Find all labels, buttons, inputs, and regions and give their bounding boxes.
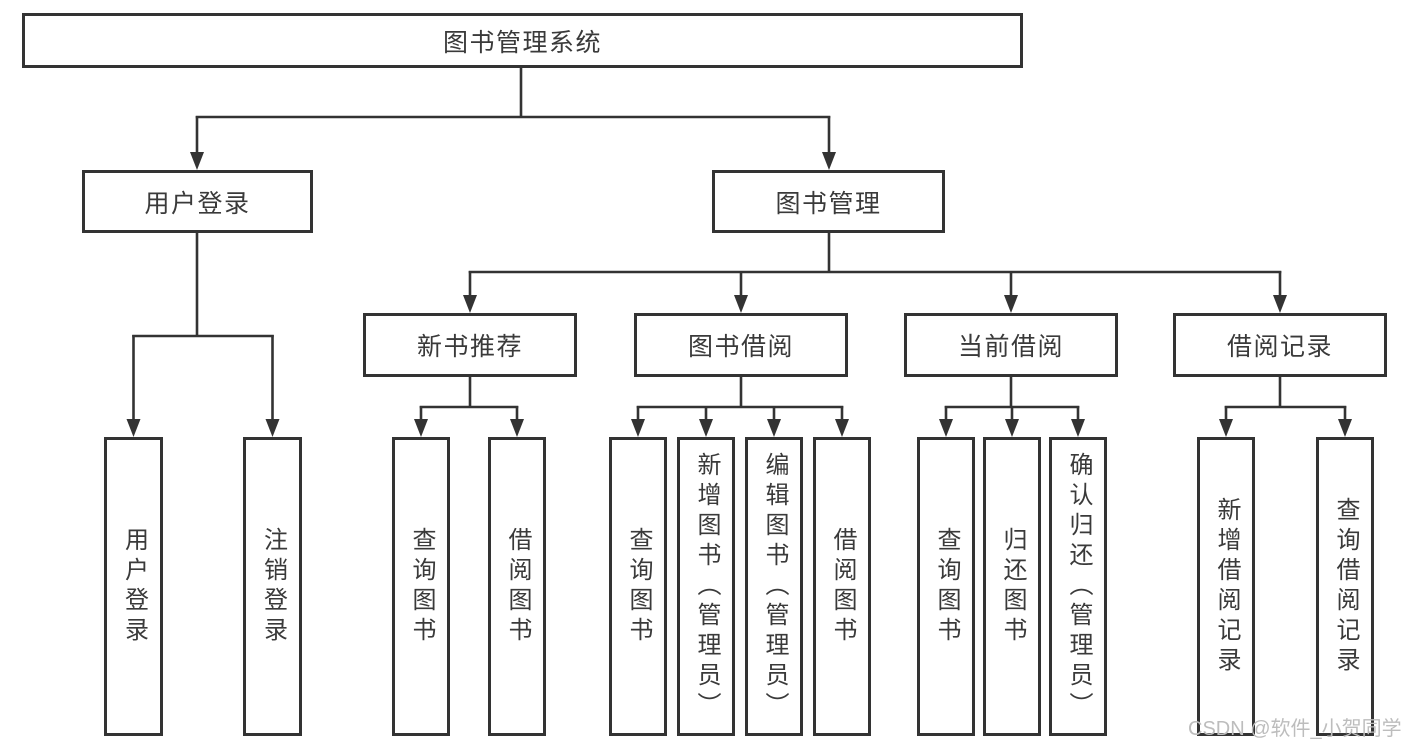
leaf-add-books-admin-label: 新增图书（管理员） (693, 451, 720, 722)
node-book-borrowing: 图书借阅 (634, 313, 848, 377)
leaf-edit-books-admin: 编辑图书（管理员） (745, 437, 803, 736)
leaf-add-borrow-record: 新增借阅记录 (1197, 437, 1255, 736)
leaf-borrow-books-2: 借阅图书 (813, 437, 871, 736)
leaf-borrow-books-1-label: 借阅图书 (504, 526, 531, 647)
leaf-return-books-label: 归还图书 (999, 526, 1026, 647)
leaf-user-login: 用户登录 (104, 437, 163, 736)
leaf-query-books-2: 查询图书 (609, 437, 667, 736)
leaf-borrow-books-2-label: 借阅图书 (829, 526, 856, 647)
leaf-confirm-return-admin: 确认归还（管理员） (1049, 437, 1107, 736)
leaf-query-borrow-record-label: 查询借阅记录 (1332, 496, 1359, 677)
node-book-borrowing-label: 图书借阅 (687, 333, 794, 361)
leaf-query-books-2-label: 查询图书 (625, 526, 652, 647)
leaf-logout-label: 注销登录 (259, 526, 287, 647)
leaf-query-books-3: 查询图书 (917, 437, 975, 736)
leaf-logout: 注销登录 (243, 437, 302, 736)
leaf-query-books-1: 查询图书 (392, 437, 450, 736)
leaf-query-borrow-record: 查询借阅记录 (1316, 437, 1374, 736)
leaf-confirm-return-admin-label: 确认归还（管理员） (1065, 451, 1092, 722)
leaf-query-books-3-label: 查询图书 (933, 526, 960, 647)
leaf-borrow-books-1: 借阅图书 (488, 437, 546, 736)
node-root-label: 图书管理系统 (442, 28, 602, 57)
leaf-add-borrow-record-label: 新增借阅记录 (1213, 496, 1240, 677)
leaf-user-login-label: 用户登录 (120, 526, 148, 647)
arrowheads (126, 152, 1352, 437)
leaf-return-books: 归还图书 (983, 437, 1041, 736)
node-new-book-recommend: 新书推荐 (363, 313, 577, 377)
node-borrowing-records-label: 借阅记录 (1226, 333, 1333, 361)
node-book-management-label: 图书管理 (775, 189, 882, 218)
leaf-edit-books-admin-label: 编辑图书（管理员） (761, 451, 788, 722)
node-user-login-label: 用户登录 (144, 189, 251, 218)
node-new-book-recommend-label: 新书推荐 (416, 333, 523, 361)
node-user-login: 用户登录 (82, 170, 313, 233)
node-book-management: 图书管理 (712, 170, 945, 233)
leaf-query-books-1-label: 查询图书 (408, 526, 435, 647)
leaf-add-books-admin: 新增图书（管理员） (677, 437, 735, 736)
node-borrowing-records: 借阅记录 (1173, 313, 1387, 377)
node-current-borrowing: 当前借阅 (904, 313, 1118, 377)
node-root: 图书管理系统 (22, 13, 1023, 68)
node-current-borrowing-label: 当前借阅 (957, 333, 1064, 361)
watermark-text: CSDN @软件_小贺同学 (1188, 718, 1402, 740)
